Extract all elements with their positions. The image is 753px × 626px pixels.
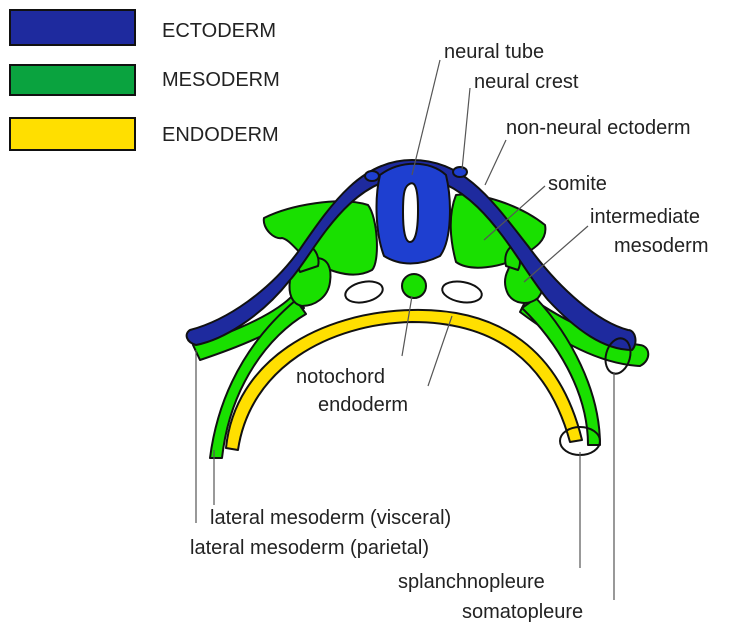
leader-non-neural-ectoderm — [485, 140, 506, 185]
coelom-right — [441, 279, 484, 306]
label-lateral-visceral: lateral mesoderm (visceral) — [210, 507, 451, 529]
legend-swatch-mesoderm — [10, 65, 135, 95]
label-neural-crest: neural crest — [474, 71, 579, 93]
label-somite: somite — [548, 173, 607, 195]
label-lateral-parietal: lateral mesoderm (parietal) — [190, 537, 429, 559]
label-notochord: notochord — [296, 366, 385, 388]
neural-crest-left — [365, 171, 379, 181]
legend-swatch-ectoderm — [10, 10, 135, 45]
legend-label-endoderm: ENDODERM — [162, 124, 279, 146]
legend-label-ectoderm: ECTODERM — [162, 20, 276, 42]
legend-swatch-endoderm — [10, 118, 135, 150]
neural-crest-right — [453, 167, 467, 177]
notochord — [402, 274, 426, 298]
leader-neural-crest — [462, 88, 470, 170]
legend-label-mesoderm: MESODERM — [162, 69, 280, 91]
coelom-left — [343, 278, 384, 305]
label-intermediate: intermediate — [590, 206, 700, 228]
label-somatopleure: somatopleure — [462, 601, 583, 623]
label-endoderm: endoderm — [318, 394, 408, 416]
leader-endoderm — [428, 316, 452, 386]
leader-neural-tube — [412, 60, 440, 175]
label-neural-tube: neural tube — [444, 41, 544, 63]
embryo — [187, 160, 649, 458]
label-splanchnopleure: splanchnopleure — [398, 571, 545, 593]
leader-notochord — [402, 296, 412, 356]
legend: ECTODERM MESODERM ENDODERM — [10, 10, 280, 150]
neural-tube-lumen — [403, 183, 418, 242]
label-mesoderm: mesoderm — [614, 235, 708, 257]
label-non-neural-ectoderm: non-neural ectoderm — [506, 117, 691, 139]
